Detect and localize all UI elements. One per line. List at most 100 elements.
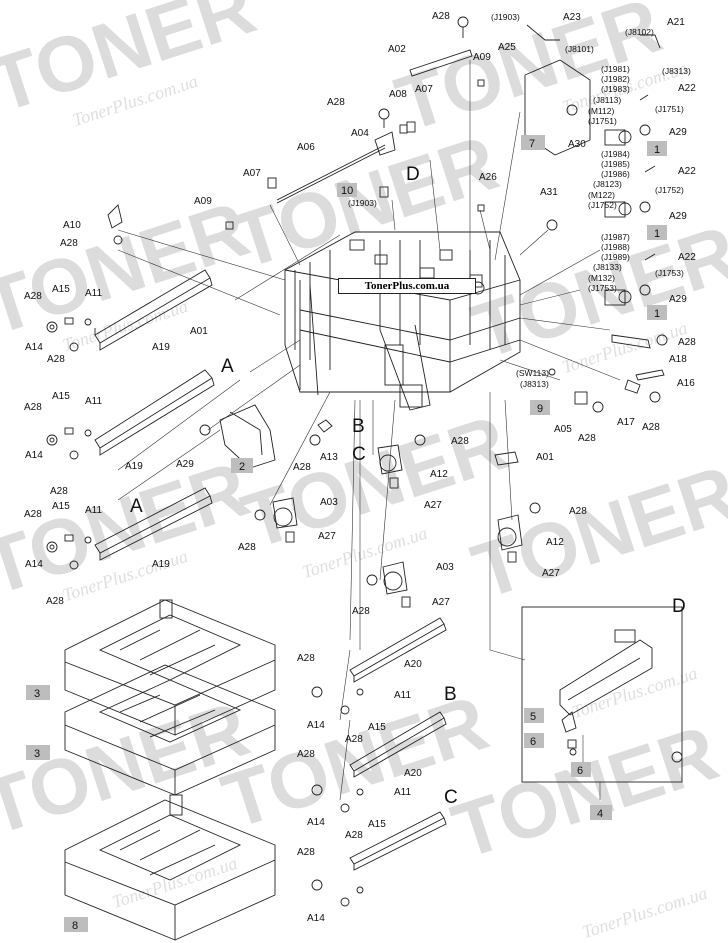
part-label: A15 [368, 722, 386, 733]
part-label: A19 [152, 559, 170, 570]
part-label: (J1988) [601, 242, 630, 252]
part-label: A15 [52, 501, 70, 512]
detail-box-d [521, 606, 683, 800]
lower-rails [311, 617, 447, 907]
part-label: (J8101) [565, 44, 594, 54]
part-label: A28 [50, 486, 68, 497]
part-label: A14 [25, 559, 43, 570]
part-label: A22 [678, 166, 696, 177]
part-label: (J1751) [655, 104, 684, 114]
part-label: A14 [307, 913, 325, 924]
part-label: A07 [243, 168, 261, 179]
part-label: (J8313) [662, 66, 691, 76]
callout-boxes: 7 1 1 1 10 9 2 3 3 8 5 6 6 4 [26, 135, 667, 932]
part-label: (J1989) [601, 252, 630, 262]
part-label: A28 [578, 433, 596, 444]
callout-number: 9 [537, 403, 543, 415]
part-label: A17 [617, 417, 635, 428]
part-label: A14 [307, 817, 325, 828]
side-rail-upper [46, 269, 213, 352]
side-rail-lower [46, 487, 213, 570]
part-label: A28 [432, 11, 450, 22]
part-label: A27 [432, 597, 450, 608]
callout-number: 3 [34, 688, 40, 700]
part-label: A11 [85, 288, 102, 299]
upper-parts [107, 16, 661, 245]
part-label: A28 [297, 653, 315, 664]
part-label: A20 [404, 768, 422, 779]
section-letter: B [444, 684, 457, 705]
part-label: (J1987) [601, 232, 630, 242]
part-label: A09 [473, 52, 491, 63]
part-label: A18 [669, 354, 687, 365]
part-label: A28 [327, 97, 345, 108]
part-labels-left: A28 A15 A11 A14 A19 A28 A15 A11 A14 A19 … [24, 284, 208, 607]
part-label: A11 [394, 787, 411, 798]
part-label: (M122) [588, 190, 615, 200]
part-label: A25 [498, 42, 516, 53]
section-letter: D [406, 164, 420, 185]
callout-number: 1 [654, 144, 660, 156]
part-label: A29 [176, 459, 194, 470]
callout-number: 8 [72, 920, 78, 932]
part-label: A29 [669, 211, 687, 222]
part-label: A19 [152, 342, 170, 353]
part-label: A11 [394, 690, 411, 701]
part-label: A01 [536, 452, 554, 463]
chassis-frame [284, 231, 521, 411]
side-rail-middle [46, 369, 215, 460]
part-label: (J8313) [520, 379, 549, 389]
part-label: A29 [669, 294, 687, 305]
part-label: A21 [667, 17, 685, 28]
part-label: A13 [320, 452, 338, 463]
part-label: A28 [345, 830, 363, 841]
part-label: A28 [238, 542, 256, 553]
callout-number: 2 [239, 461, 245, 473]
callout-number: 1 [654, 228, 660, 240]
part-label: A12 [546, 537, 564, 548]
part-label: A20 [404, 659, 422, 670]
section-letter: A [130, 496, 143, 517]
part-label: A08 [389, 89, 407, 100]
part-label: A14 [25, 342, 43, 353]
part-label: (J8113) [593, 95, 621, 105]
part-label: A06 [297, 142, 315, 153]
part-label: A29 [669, 127, 687, 138]
part-label: A28 [46, 596, 64, 607]
part-label: (J1982) [601, 74, 630, 84]
part-label: A15 [368, 819, 386, 830]
part-label: (SW113) [516, 368, 549, 378]
part-label: A11 [85, 505, 102, 516]
center-parts [199, 404, 541, 608]
callout-number: 3 [34, 748, 40, 760]
part-label: A28 [569, 506, 587, 517]
part-label: (J1753) [655, 268, 684, 278]
section-letter: C [444, 787, 458, 808]
part-label: A28 [297, 847, 315, 858]
part-label: (M132) [588, 273, 615, 283]
watermark-site: TonerPlus.com.ua [580, 883, 710, 942]
site-banner: TonerPlus.com.ua [338, 278, 476, 294]
section-letter: B [352, 416, 365, 437]
callout-number: 1 [654, 308, 660, 320]
part-label: (J1752) [588, 200, 617, 210]
part-label: (J1753) [588, 283, 617, 293]
part-label: A01 [190, 326, 208, 337]
part-label: (J8123) [593, 179, 622, 189]
part-label: A22 [678, 83, 696, 94]
part-label: (J1983) [601, 84, 630, 94]
part-label: A28 [24, 291, 42, 302]
part-label: A28 [642, 422, 660, 433]
part-label: (J1985) [601, 159, 630, 169]
callout-number: 7 [529, 138, 535, 150]
part-label: A14 [25, 450, 43, 461]
part-label: A30 [568, 139, 586, 150]
section-letter: A [221, 356, 234, 377]
callout-number: 4 [597, 808, 603, 820]
part-label: A28 [293, 462, 311, 473]
part-label: A15 [52, 391, 70, 402]
leader-lines [117, 60, 621, 801]
